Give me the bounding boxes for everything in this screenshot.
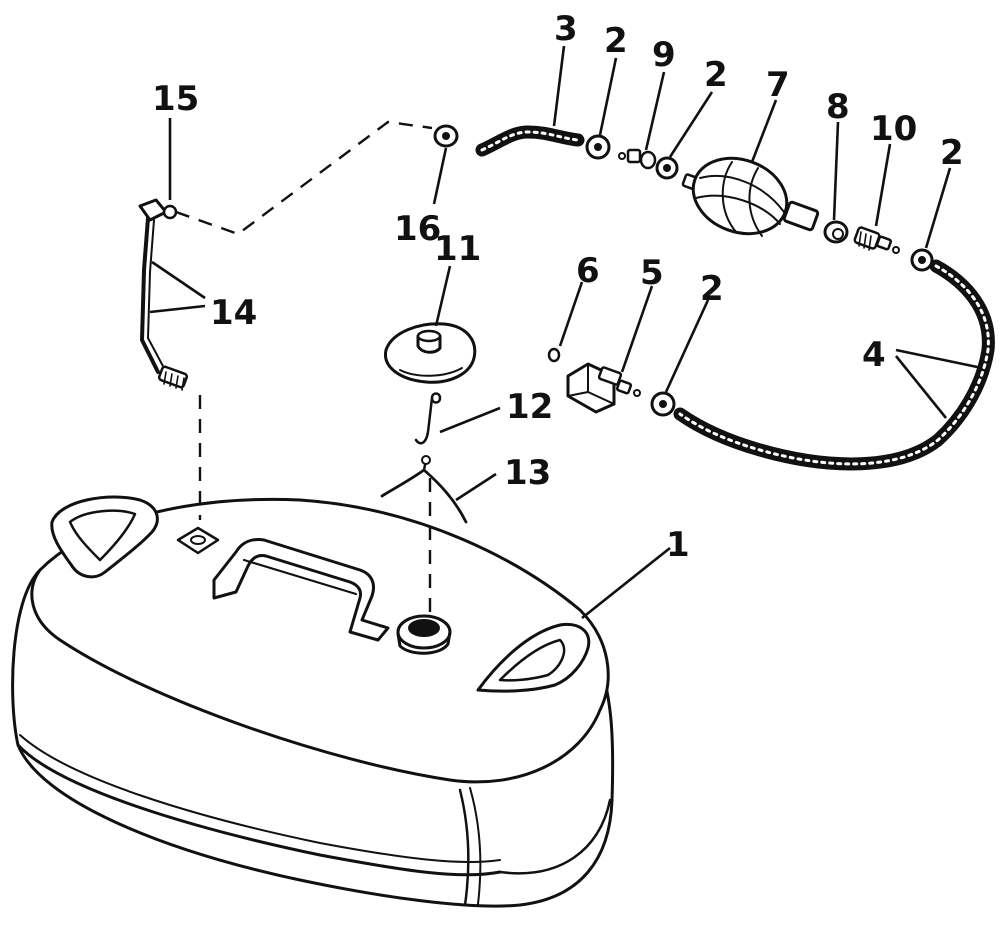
callout-5: 5 — [640, 253, 664, 293]
fuel-tank — [11, 495, 615, 908]
callout-7: 7 — [766, 65, 790, 105]
tank-connector — [566, 362, 641, 414]
cap-retainer-hook — [414, 392, 442, 445]
hose-clamp-2d — [650, 391, 676, 417]
callout-2c: 2 — [940, 133, 964, 173]
callout-6: 6 — [576, 251, 600, 291]
short-fuel-hose — [475, 125, 585, 157]
tank-outlet-boss — [176, 526, 220, 555]
callout-16: 16 — [394, 209, 441, 249]
hose-clamp-2b — [655, 156, 679, 180]
check-valve — [618, 148, 657, 170]
callout-11: 11 — [434, 229, 481, 269]
tank-filler-neck — [396, 614, 452, 655]
callout-1: 1 — [666, 525, 690, 565]
callout-labels: 1 2 2 2 2 3 4 5 6 7 8 9 10 11 12 13 14 1… — [152, 9, 964, 565]
primer-bulb — [681, 156, 820, 237]
callout-10: 10 — [870, 109, 917, 149]
callout-2d: 2 — [700, 269, 724, 309]
nut-16 — [433, 124, 459, 148]
primer-clamp — [823, 220, 849, 244]
filler-cap — [384, 322, 477, 384]
callout-15: 15 — [152, 79, 199, 119]
long-fuel-hose — [673, 259, 995, 471]
callout-14: 14 — [210, 293, 257, 333]
pickup-tube-threaded-end — [157, 365, 189, 391]
pickup-elbow-fitting — [138, 198, 178, 222]
hose-clamp-2c — [910, 248, 934, 272]
o-ring — [547, 347, 561, 363]
assembly-dashed-lines — [175, 120, 433, 612]
callout-2a: 2 — [604, 21, 628, 61]
hose-connector-fitting — [853, 226, 900, 254]
callout-8: 8 — [826, 87, 850, 127]
callout-12: 12 — [506, 387, 553, 427]
cap-retainer-chain — [380, 455, 468, 524]
hose-clamp-2a — [585, 134, 611, 160]
fuel-pickup-tube — [140, 216, 189, 391]
leader-lines — [149, 45, 983, 620]
tank-carry-handle — [212, 538, 390, 642]
callout-2b: 2 — [704, 55, 728, 95]
callout-9: 9 — [652, 35, 676, 75]
callout-3: 3 — [554, 9, 578, 49]
callout-4: 4 — [862, 335, 886, 375]
tank-end-handle-left — [50, 495, 159, 579]
callout-13: 13 — [504, 453, 551, 493]
tank-end-handle-right — [476, 622, 591, 693]
